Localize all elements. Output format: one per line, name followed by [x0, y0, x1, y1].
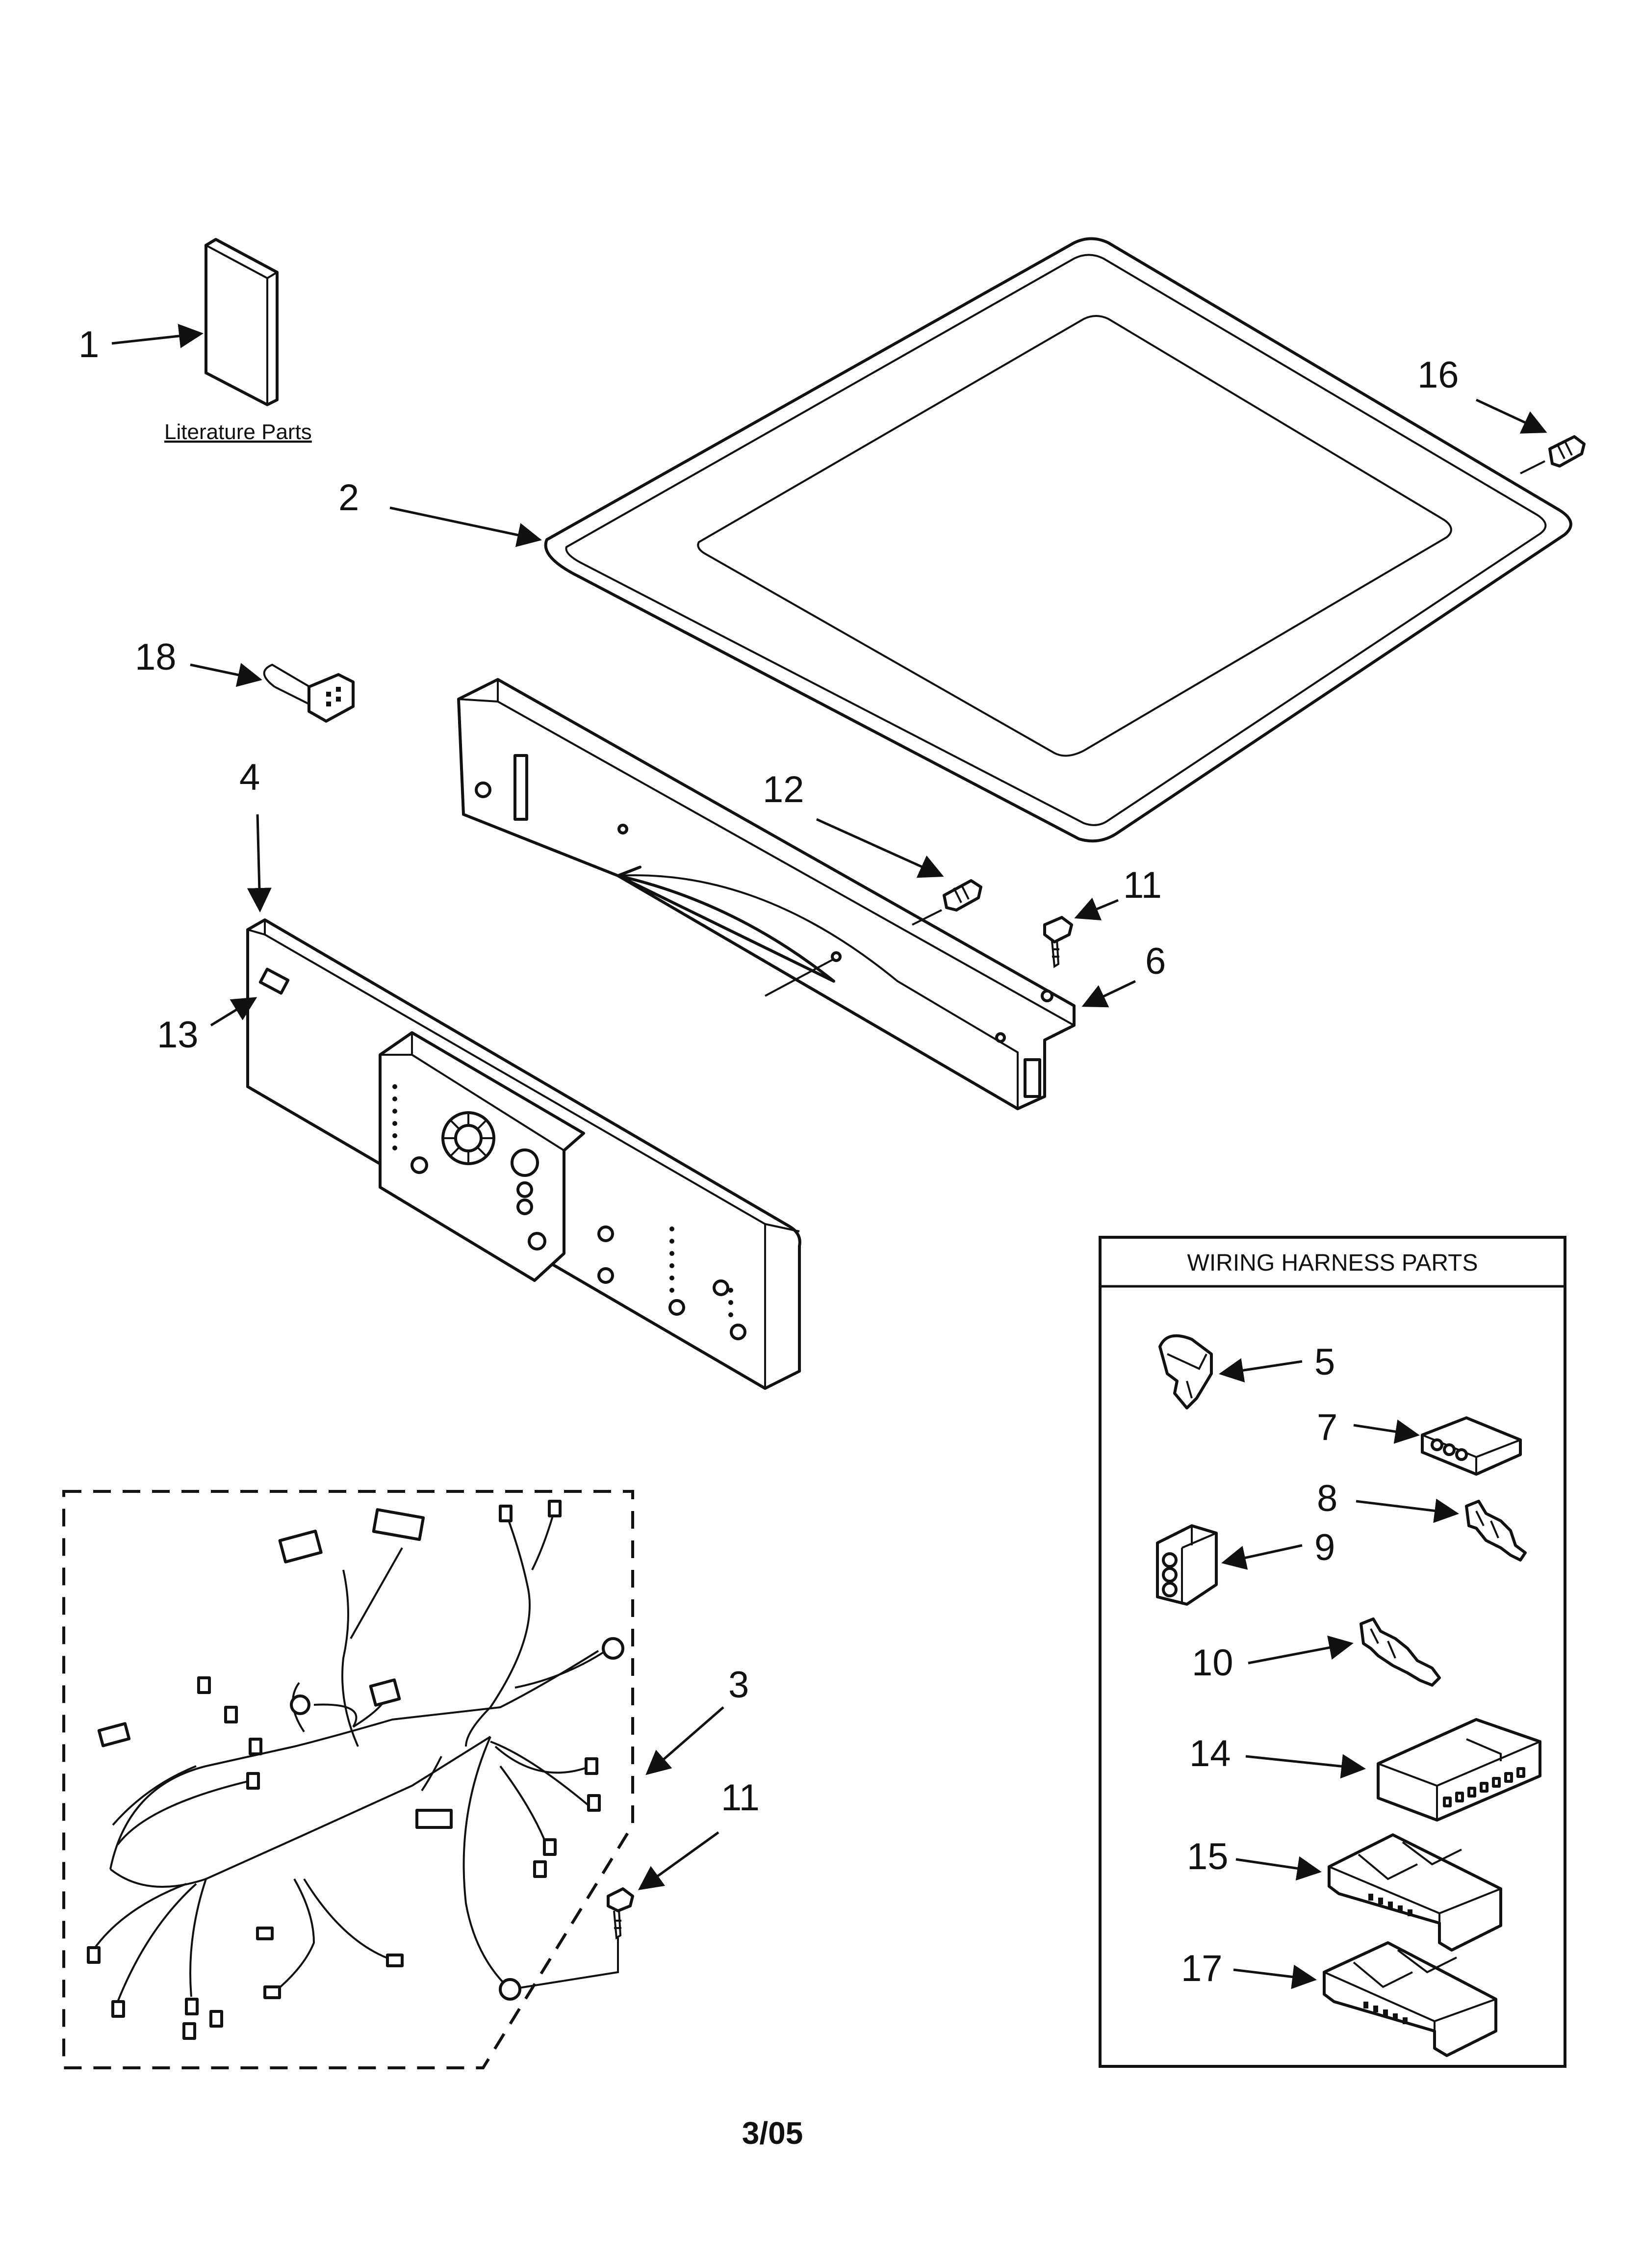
revision-date: 3/05 — [742, 2115, 803, 2151]
literature-part-1[interactable] — [205, 238, 279, 406]
housing-part-15[interactable] — [1328, 1833, 1502, 1952]
housing-part-17[interactable] — [1323, 1941, 1497, 2057]
callout-10: 10 — [1192, 1642, 1233, 1684]
callout-8: 8 — [1317, 1478, 1337, 1519]
screw-part-11-lower[interactable] — [607, 1887, 634, 1940]
wiring-harness-box-title: WIRING HARNESS PARTS — [1187, 1250, 1478, 1276]
callout-4: 4 — [239, 756, 260, 798]
housing-part-9[interactable] — [1156, 1524, 1218, 1606]
callout-5: 5 — [1314, 1341, 1335, 1383]
cycle-selector-knob[interactable] — [441, 1111, 495, 1165]
callout-15: 15 — [1187, 1836, 1229, 1877]
literature-parts-label: Literature Parts — [164, 420, 312, 444]
callout-13: 13 — [157, 1014, 199, 1056]
callout-14: 14 — [1189, 1733, 1231, 1774]
callout-11-upper: 11 — [1123, 864, 1162, 906]
callout-9: 9 — [1314, 1527, 1335, 1568]
screw-part-16[interactable] — [1520, 435, 1586, 474]
callout-7: 7 — [1317, 1407, 1337, 1448]
callout-12: 12 — [763, 769, 804, 810]
callout-2: 2 — [338, 477, 359, 519]
callout-3: 3 — [728, 1664, 749, 1706]
callout-6: 6 — [1145, 940, 1166, 982]
terminal-part-10[interactable] — [1360, 1617, 1441, 1687]
callout-16: 16 — [1417, 354, 1459, 396]
callout-1: 1 — [78, 324, 99, 365]
connector-part-7[interactable] — [1421, 1416, 1522, 1476]
clip-part-5[interactable] — [1158, 1334, 1213, 1409]
screw-part-12[interactable] — [912, 879, 982, 926]
wiring-harness-part-3[interactable] — [87, 1500, 624, 2040]
connector-part-18[interactable] — [263, 663, 355, 723]
connector-block-part-14[interactable] — [1377, 1718, 1541, 1822]
callout-17: 17 — [1181, 1948, 1223, 1989]
console-leds-right — [669, 1226, 733, 1317]
terminal-part-8[interactable] — [1465, 1500, 1527, 1562]
console-leds-left — [392, 1084, 397, 1150]
callout-18: 18 — [135, 636, 177, 678]
top-panel-part-2[interactable] — [544, 237, 1572, 843]
console-part-4[interactable] — [246, 918, 801, 1390]
screw-part-11-upper[interactable] — [1043, 916, 1073, 968]
harness-dashed-boundary — [62, 1490, 634, 2069]
bracket-part-6[interactable] — [457, 678, 1076, 1110]
callout-11-lower: 11 — [721, 1777, 760, 1819]
